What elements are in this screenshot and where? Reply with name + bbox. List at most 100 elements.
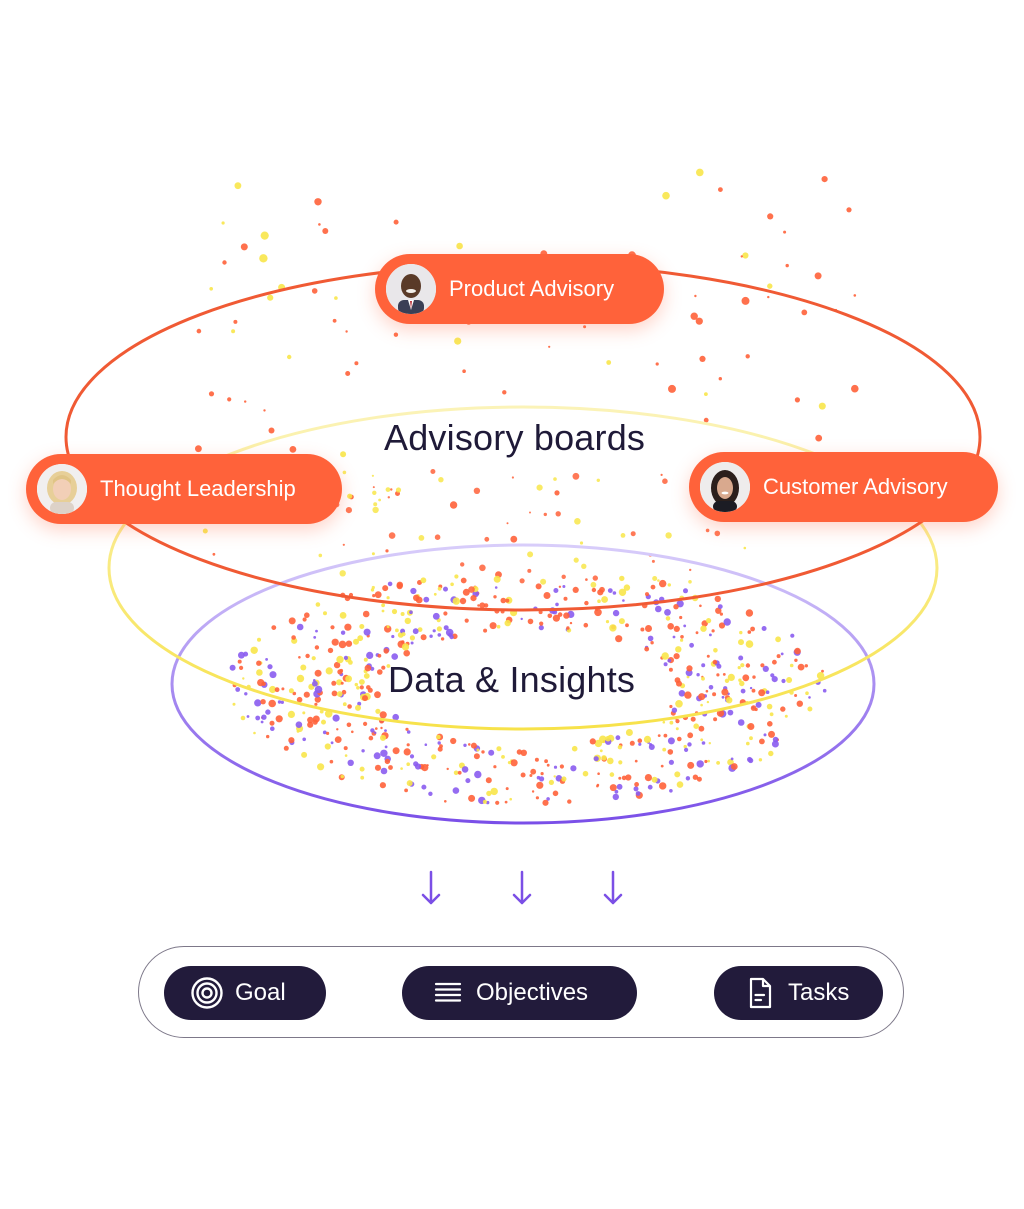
particle-dot — [344, 623, 352, 631]
particle-dot — [520, 617, 523, 621]
particle-dot — [479, 564, 486, 572]
particle-dot — [401, 643, 410, 651]
particle-dot — [607, 757, 614, 765]
objectives-chip[interactable]: Objectives — [402, 966, 637, 1020]
particle-dot — [700, 625, 707, 632]
particle-dot — [468, 743, 471, 746]
particle-dot — [432, 612, 440, 620]
particle-dot — [414, 763, 422, 770]
particle-dot — [625, 774, 632, 781]
particle-dot — [617, 745, 623, 750]
particle-dot — [767, 213, 774, 220]
particle-dot — [481, 750, 485, 754]
particle-dot — [651, 559, 655, 563]
particle-dot — [374, 731, 377, 734]
particle-dot — [428, 791, 433, 796]
particle-dot — [457, 770, 462, 775]
particle-dot — [311, 288, 318, 294]
particle-dot — [271, 625, 277, 630]
particle-dot — [546, 797, 550, 801]
customer-advisory-pill[interactable]: Customer Advisory — [689, 452, 998, 522]
particle-dot — [443, 611, 448, 616]
particle-dot — [336, 728, 339, 731]
particle-dot — [510, 759, 518, 767]
particle-dot — [420, 634, 427, 641]
particle-dot — [655, 362, 659, 366]
particle-dot — [313, 636, 317, 639]
particle-dot — [244, 400, 247, 403]
particle-dot — [808, 696, 811, 699]
particle-dot — [746, 741, 750, 746]
particle-dot — [546, 763, 550, 767]
particle-dot — [638, 742, 642, 746]
particle-dot — [851, 384, 859, 393]
particle-dot — [539, 776, 545, 782]
particle-dot — [680, 638, 684, 642]
product-advisory-pill[interactable]: Product Advisory — [375, 254, 664, 324]
tasks-chip[interactable]: Tasks — [714, 966, 883, 1020]
particle-dot — [584, 600, 589, 606]
particle-dot — [527, 551, 534, 558]
particle-dot — [698, 725, 705, 732]
particle-dot — [573, 557, 579, 563]
particle-dot — [327, 647, 334, 654]
particle-dot — [743, 546, 747, 550]
particle-dot — [807, 706, 813, 712]
particle-dot — [625, 729, 633, 736]
particle-dot — [485, 777, 492, 784]
particle-dot — [684, 747, 689, 753]
particle-dot — [706, 654, 710, 658]
particle-dot — [298, 656, 301, 659]
particle-dot — [359, 766, 365, 772]
thought-leadership-pill[interactable]: Thought Leadership — [26, 454, 342, 524]
particle-dot — [388, 532, 396, 539]
particle-dot — [449, 501, 458, 509]
objectives-label: Objectives — [476, 979, 589, 1006]
particle-dot — [383, 648, 389, 654]
particle-dot — [395, 628, 399, 633]
particle-dot — [473, 487, 481, 494]
particle-dot — [692, 774, 699, 780]
particle-dot — [687, 732, 694, 739]
thought-leadership-label: Thought Leadership — [100, 476, 296, 501]
particle-dot — [516, 749, 523, 755]
goal-chip[interactable]: Goal — [164, 966, 326, 1020]
particle-dot — [334, 736, 342, 743]
particle-dot — [783, 230, 787, 234]
particle-dot — [502, 390, 507, 395]
particle-dot — [462, 369, 466, 374]
particle-dot — [385, 487, 391, 492]
particle-dot — [391, 634, 395, 639]
particle-dot — [277, 700, 282, 704]
particle-dot — [281, 687, 285, 691]
particle-dot — [231, 329, 236, 334]
particle-dot — [680, 635, 684, 639]
particle-dot — [730, 763, 738, 770]
particle-dot — [690, 716, 696, 722]
particle-dot — [652, 576, 658, 581]
particle-dot — [605, 735, 611, 742]
particle-dot — [678, 690, 686, 697]
particle-dot — [644, 774, 653, 782]
particle-dot — [527, 568, 532, 573]
particle-dot — [506, 522, 509, 525]
particle-dot — [256, 660, 262, 666]
particle-dot — [543, 512, 547, 517]
particle-dot — [689, 642, 694, 648]
particle-dot — [359, 685, 364, 690]
particle-dot — [805, 691, 809, 695]
particle-dot — [747, 756, 753, 763]
particle-dot — [374, 764, 382, 771]
particle-dot — [390, 488, 393, 491]
particle-dot — [462, 588, 470, 596]
particle-dot — [705, 528, 710, 533]
particle-dot — [301, 751, 308, 758]
particle-dot — [344, 754, 348, 757]
particle-dot — [405, 727, 409, 731]
particle-dot — [740, 255, 743, 258]
particle-dot — [489, 622, 497, 630]
particle-dot — [780, 652, 784, 656]
particle-dot — [337, 669, 343, 675]
particle-dot — [668, 667, 673, 672]
particle-dot — [418, 535, 425, 541]
